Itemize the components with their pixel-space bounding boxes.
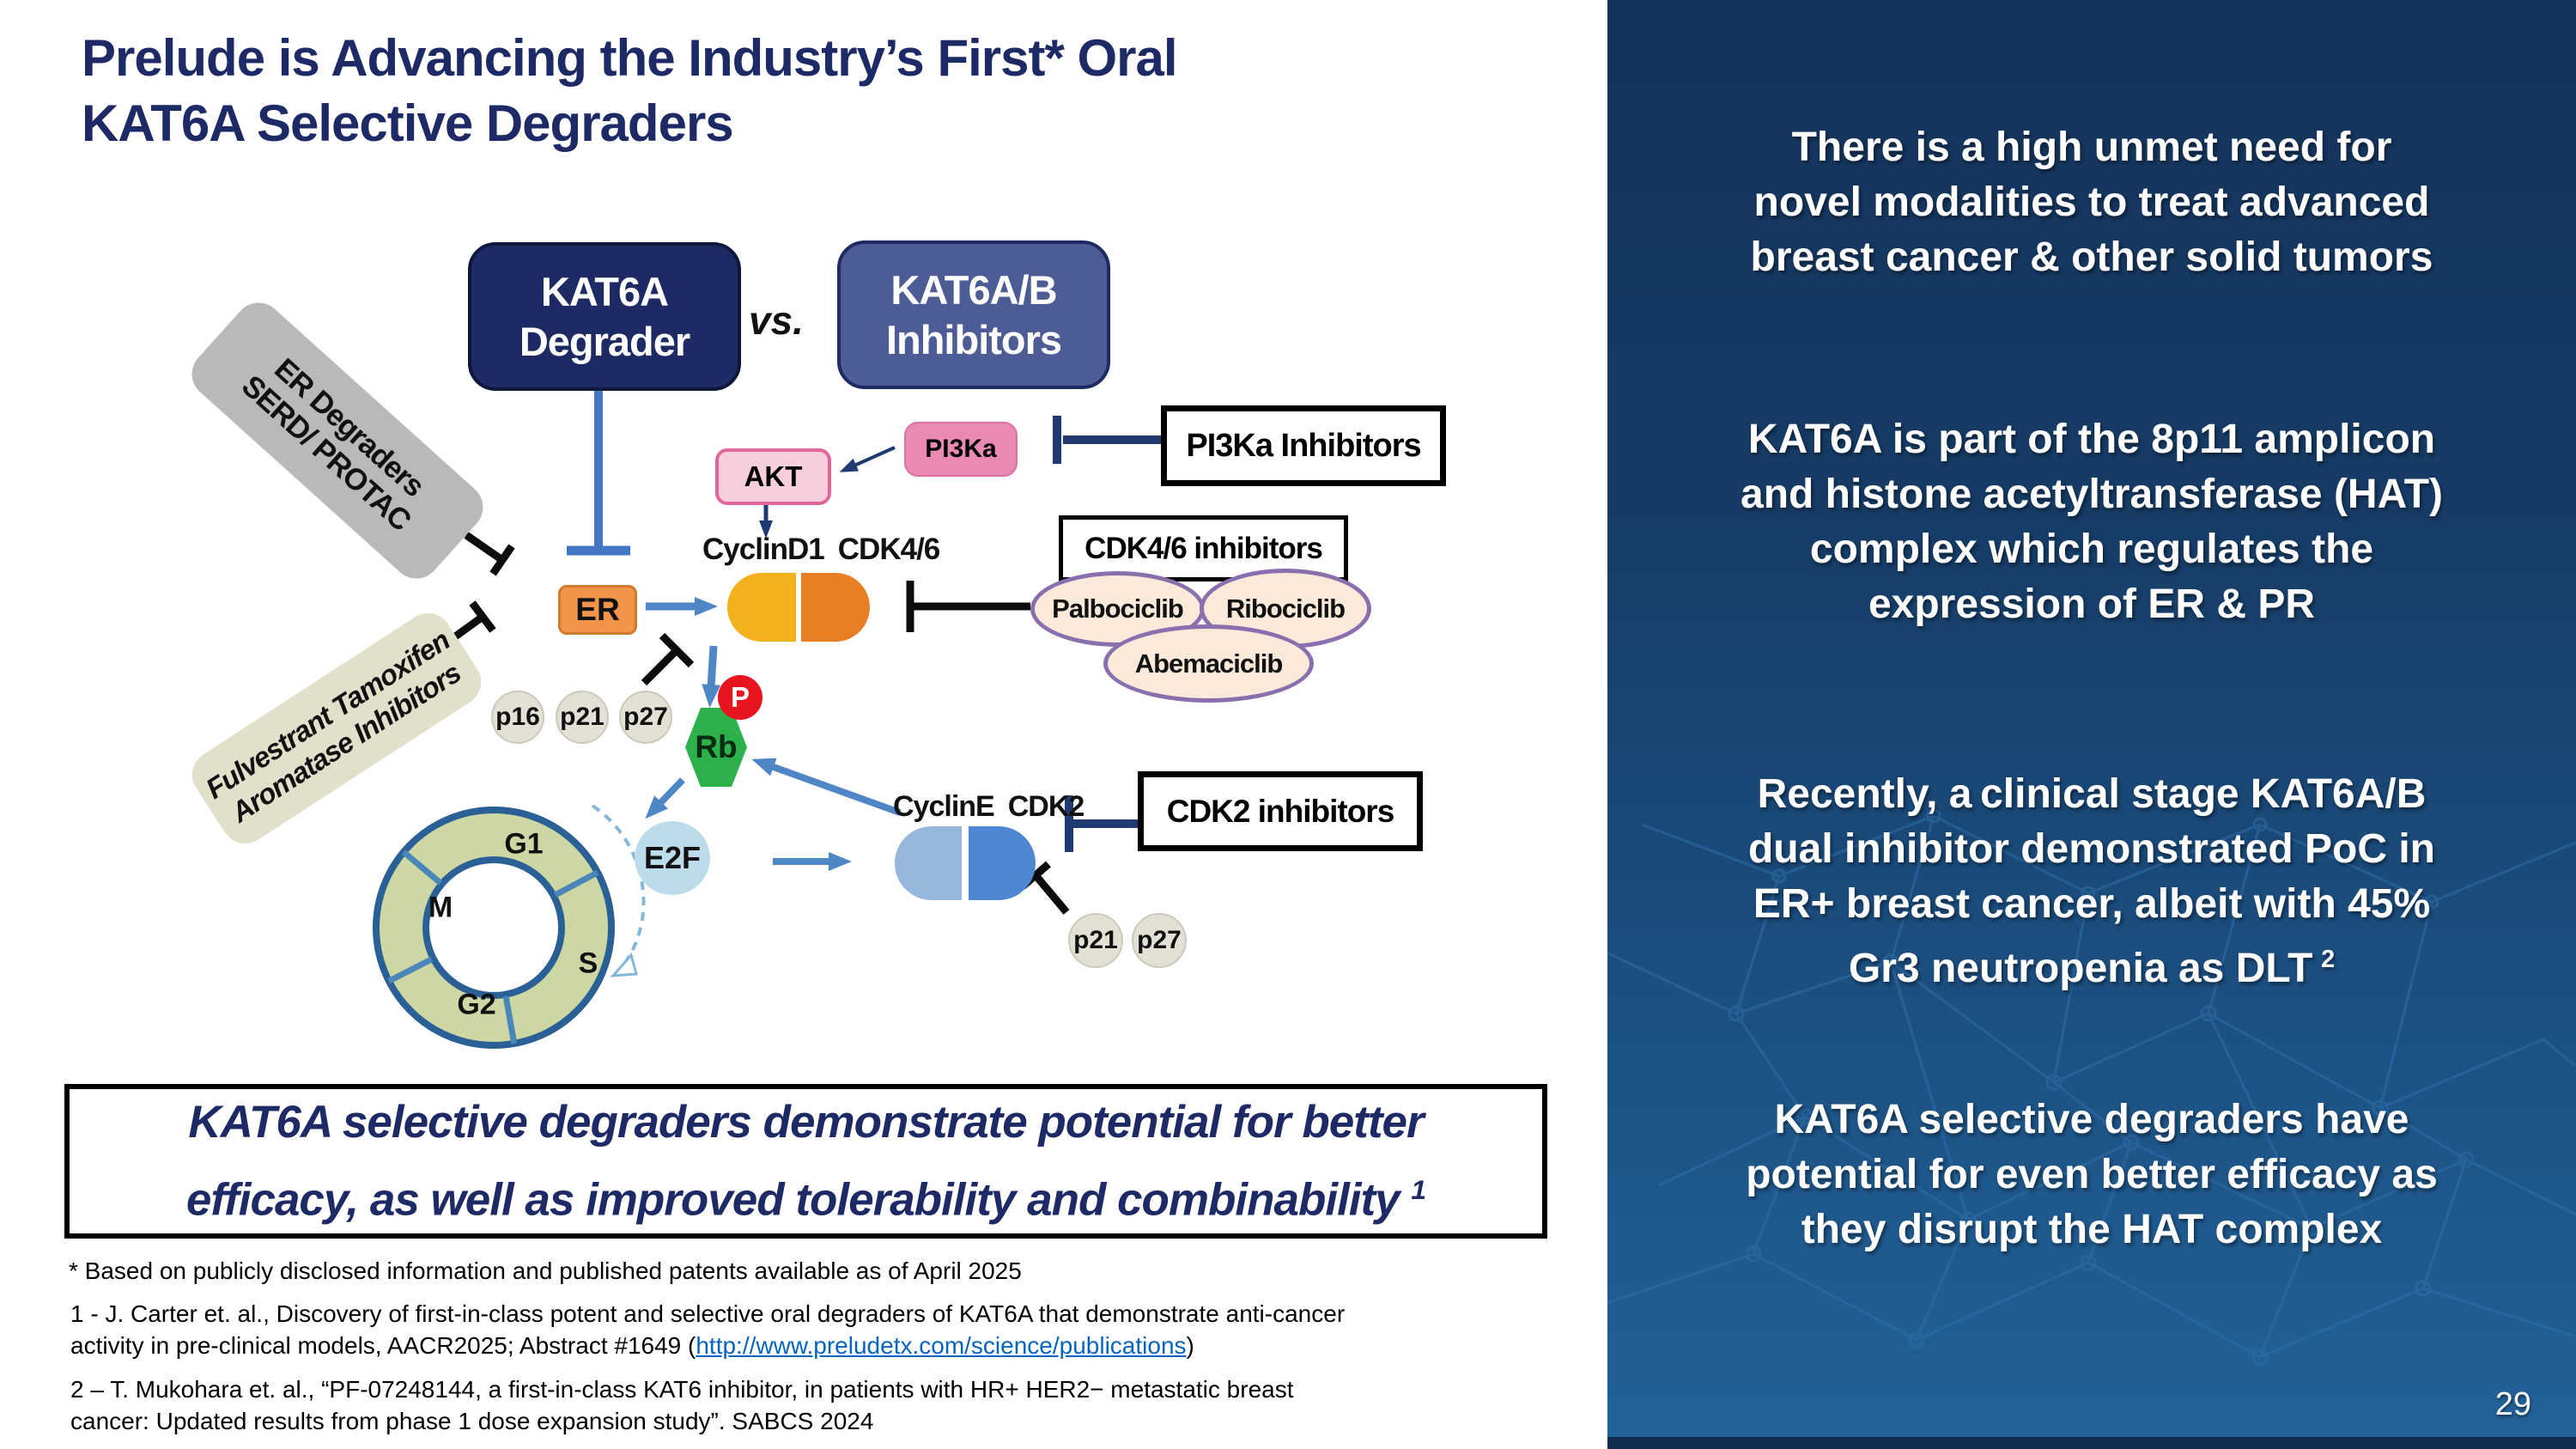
- cyclind1-half: [727, 573, 796, 642]
- dual-inhibitor-line-2: Inhibitors: [885, 316, 1062, 362]
- p27-node: p27: [619, 691, 672, 744]
- ribociclib-oval: Ribociclib: [1200, 569, 1371, 648]
- cyclind1-cdk46-pill: [727, 573, 870, 642]
- cycle-g2-label: G2: [457, 988, 496, 1021]
- cdk2-label: CDK2: [1007, 790, 1085, 823]
- cycle-g1-label: G1: [504, 827, 544, 861]
- b3-line3: ER+ breast cancer, albeit with 45%: [1753, 881, 2431, 927]
- kat6a-degrader-box: KAT6A Degrader: [468, 242, 741, 391]
- vs-label: vs.: [749, 298, 804, 343]
- cyclind1-label: CyclinD1: [702, 533, 825, 566]
- plexus-network-decoration: [1607, 808, 2576, 1366]
- right-panel: There is a high unmet need for novel mod…: [1607, 0, 2576, 1449]
- degrader-line-1: KAT6A: [540, 268, 669, 314]
- key-message-box: KAT6A selective degraders demonstrate po…: [64, 1084, 1547, 1239]
- title-line-1: Prelude is Advancing the Industry’s Firs…: [82, 29, 1178, 87]
- b4-line2: potential for even better efficacy as: [1746, 1152, 2438, 1197]
- footnote-ref2-line1: 2 – T. Mukohara et. al., “PF-07248144, a…: [70, 1376, 1294, 1403]
- phospho-p-node: P: [718, 675, 762, 720]
- bottom-strip: [1607, 1437, 2576, 1449]
- p21-node-b: p21: [1068, 913, 1123, 968]
- title-line-2: KAT6A Selective Degraders: [82, 94, 734, 152]
- p16-node: p16: [491, 691, 544, 744]
- cdk2-inhibitors-box: CDK2 inhibitors: [1138, 771, 1423, 851]
- cdk2-half: [969, 826, 1036, 900]
- cell-cycle-donut: [373, 807, 615, 1049]
- cycline-cdk2-label: CyclinE CDK2: [893, 790, 1084, 824]
- kat6ab-inhibitors-box: KAT6A/B Inhibitors: [837, 240, 1110, 389]
- palbociclib-oval: Palbociclib: [1030, 571, 1205, 647]
- b3-line1: Recently, a clinical stage KAT6A/B: [1757, 771, 2427, 817]
- b3-line4: Gr3 neutropenia as DLT 2: [1848, 946, 2336, 991]
- b1-line3: breast cancer & other solid tumors: [1750, 234, 2433, 280]
- cycle-s-label: S: [578, 947, 598, 980]
- er-node: ER: [558, 585, 637, 635]
- b2-line3: complex which regulates the: [1809, 527, 2374, 572]
- key-message-line-2: efficacy, as well as improved tolerabili…: [185, 1173, 1426, 1226]
- footnote-ref1-line2: activity in pre-clinical models, AACR202…: [70, 1330, 1194, 1361]
- cell-cycle-wheel: G1 M S G2: [356, 790, 631, 1065]
- b2-line4: expression of ER & PR: [1868, 581, 2316, 627]
- right-block-clinical-poc: Recently, a clinical stage KAT6A/B dual …: [1607, 767, 2576, 996]
- cyclind1-cdk46-label: CyclinD1 CDK4/6: [702, 533, 940, 567]
- b1-line2: novel modalities to treat advanced: [1753, 180, 2430, 225]
- b2-line1: KAT6A is part of the 8p11 amplicon: [1747, 417, 2436, 462]
- p21-node: p21: [556, 691, 609, 744]
- cycline-half: [895, 826, 962, 900]
- b4-line3: they disrupt the HAT complex: [1801, 1207, 2383, 1252]
- key-message-superscript: 1: [1411, 1173, 1426, 1205]
- pi3ka-inhibitors-box: PI3Ka Inhibitors: [1161, 405, 1446, 486]
- right-block-8p11-amplicon: KAT6A is part of the 8p11 amplicon and h…: [1607, 412, 2576, 632]
- akt-node: AKT: [715, 448, 831, 505]
- cycline-label: CyclinE: [893, 790, 995, 823]
- cdk46-label: CDK4/6: [837, 533, 940, 566]
- cdk46-half: [801, 573, 870, 642]
- abemaciclib-oval: Abemaciclib: [1103, 624, 1314, 703]
- footnote-ref1-line1: 1 - J. Carter et. al., Discovery of firs…: [70, 1300, 1346, 1327]
- b3-line2: dual inhibitor demonstrated PoC in: [1747, 826, 2435, 872]
- e2f-node: E2F: [635, 821, 710, 895]
- right-block-better-efficacy: KAT6A selective degraders have potential…: [1607, 1093, 2576, 1257]
- b1-line1: There is a high unmet need for: [1791, 125, 2392, 170]
- b2-line2: and histone acetyltransferase (HAT): [1741, 472, 2443, 517]
- cycle-m-label: M: [428, 891, 453, 924]
- cdk46-inhibitors-box: CDK4/6 inhibitors: [1059, 515, 1348, 581]
- key-message-line-1: KAT6A selective degraders demonstrate po…: [188, 1096, 1424, 1148]
- b3-superscript: 2: [2321, 946, 2336, 973]
- degrader-line-2: Degrader: [519, 318, 690, 364]
- page-number: 29: [2494, 1386, 2531, 1422]
- cycline-cdk2-pill: [895, 826, 1036, 900]
- p27-node-b: p27: [1132, 913, 1187, 968]
- footnote-ref1-pre: activity in pre-clinical models, AACR202…: [70, 1332, 696, 1359]
- page-title: Prelude is Advancing the Industry’s Firs…: [82, 26, 1541, 156]
- pi3ka-node: PI3Ka: [904, 422, 1018, 477]
- footnote-ref2-line2: cancer: Updated results from phase 1 dos…: [70, 1408, 874, 1434]
- footnote-ref1-post: ): [1186, 1332, 1194, 1359]
- b4-line1: KAT6A selective degraders have: [1774, 1097, 2409, 1142]
- right-block-unmet-need: There is a high unmet need for novel mod…: [1607, 120, 2576, 285]
- footnote-star: * Based on publicly disclosed informatio…: [69, 1257, 1022, 1284]
- publications-link[interactable]: http://www.preludetx.com/science/publica…: [696, 1332, 1187, 1359]
- dual-inhibitor-line-1: KAT6A/B: [890, 266, 1057, 313]
